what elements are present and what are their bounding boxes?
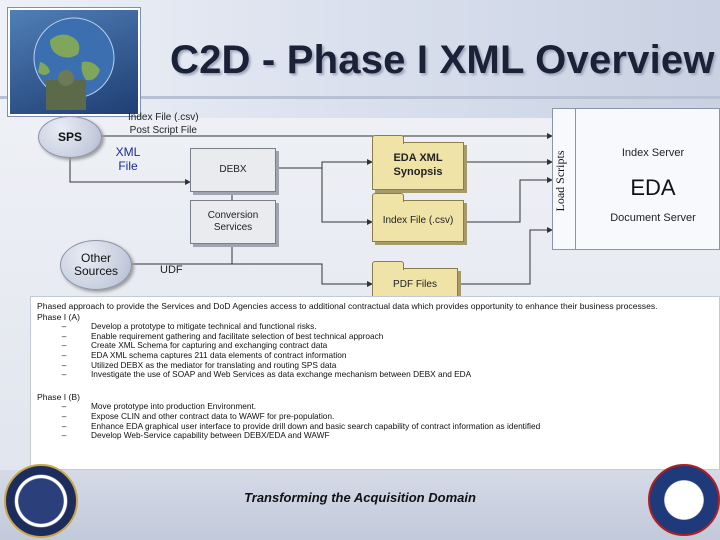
phase-1a-list: –Develop a prototype to mitigate technic…: [37, 322, 707, 380]
page-title: C2D - Phase I XML Overview: [170, 38, 715, 82]
eda-server-panel: Load Scripts Index Server EDA Document S…: [552, 108, 720, 250]
index-file-doc: Index File (.csv): [372, 193, 464, 242]
list-item: –Move prototype into production Environm…: [61, 401, 257, 412]
index-server-label: Index Server: [621, 147, 685, 159]
other-sources-node: Other Sources: [60, 240, 132, 290]
udf-label: UDF: [160, 264, 183, 276]
globe-soldier-logo: [8, 8, 140, 116]
eda-xml-synopsis-doc: EDA XML Synopsis: [372, 135, 464, 190]
load-scripts-label: Load Scripts: [553, 150, 567, 212]
list-item: –Create XML Schema for capturing and exc…: [61, 340, 328, 351]
document-server-label: Document Server: [610, 212, 696, 224]
description-panel: Phased approach to provide the Services …: [30, 296, 720, 470]
post-script-line: Post Script File: [129, 124, 197, 136]
list-item: –Expose CLIN and other contract data to …: [61, 410, 335, 421]
dod-emblem-icon: [648, 464, 720, 536]
debx-node: DEBX: [190, 148, 276, 192]
intro-paragraph: Phased approach to provide the Services …: [37, 301, 658, 311]
index-file-csv-line: Index File (.csv): [128, 112, 199, 123]
conversion-services-node: Conversion Services: [190, 200, 276, 244]
footer-bar: [0, 470, 720, 540]
list-item: –Enhance EDA graphical user interface to…: [61, 420, 541, 431]
description-content: Phased approach to provide the Services …: [37, 301, 707, 441]
index-postscript-label: Index File (.csv) Post Script File: [128, 112, 199, 137]
load-scripts-divider: [575, 109, 576, 249]
list-item: –Develop a prototype to mitigate technic…: [61, 321, 317, 332]
footer-tagline: Transforming the Acquisition Domain: [244, 490, 476, 505]
list-item: –Investigate the use of SOAP and Web Ser…: [61, 369, 472, 380]
header-divider: [0, 96, 720, 99]
list-item: –EDA XML schema captures 211 data elemen…: [61, 349, 347, 360]
list-item: –Enable requirement gathering and facili…: [61, 330, 384, 341]
phase-1a-label: Phase I (A): [37, 311, 80, 322]
xml-file-label: XML File: [115, 145, 141, 174]
phase-1b-list: –Move prototype into production Environm…: [37, 402, 707, 440]
phase-1b-label: Phase I (B): [37, 391, 80, 402]
list-item: –Develop Web-Service capability between …: [61, 430, 330, 441]
eda-label: EDA: [630, 175, 676, 200]
list-item: –Utilized DEBX as the mediator for trans…: [61, 359, 337, 370]
dod-seal-icon: [4, 464, 78, 538]
sps-node: SPS: [38, 116, 102, 158]
